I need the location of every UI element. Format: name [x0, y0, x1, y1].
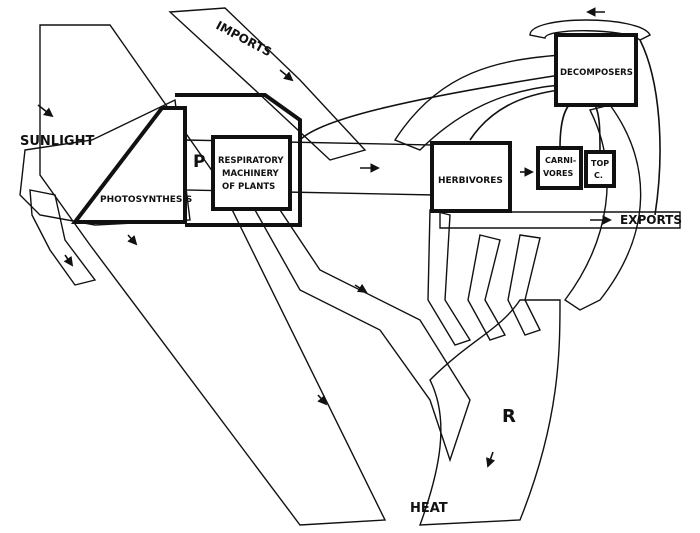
decomposers-label: DECOMPOSERS: [560, 68, 633, 78]
sunlight-label: SUNLIGHT: [20, 134, 94, 149]
respiratory-box: [211, 135, 292, 211]
plant-respiration-stream: [253, 209, 471, 463]
arrow-sunlight: [37, 104, 54, 118]
top-carnivores-label-2: C.: [594, 171, 603, 180]
decomposer-loop-stream: [393, 54, 561, 151]
carnivores-label-1: CARNI-: [545, 156, 576, 165]
flow-arrows: [37, 7, 612, 468]
compartments: [70, 33, 638, 227]
heat-trunk: [418, 299, 561, 526]
herbivore-respiration-stream: [427, 209, 472, 346]
imports-stream: [168, 7, 367, 161]
detritus-line-plants: [299, 74, 561, 141]
respiratory-label-3: OF PLANTS: [222, 182, 275, 192]
detritus-line-carnivores: [559, 99, 576, 149]
r-label: R: [502, 406, 516, 427]
top-carnivore-respiration-stream: [507, 234, 541, 336]
exports-label: EXPORTS: [620, 213, 682, 227]
left-leak-stream: [29, 189, 97, 286]
herbivores-label: HERBIVORES: [438, 176, 503, 186]
decomposers-box: [554, 33, 638, 107]
carnivores-box: [536, 146, 583, 190]
detritus-line-top: [594, 104, 601, 156]
decomposer-return-line: [639, 39, 661, 216]
herbivores-box: [430, 141, 512, 213]
carnivores-label-2: VORES: [543, 169, 573, 178]
heat-label: HEAT: [410, 501, 448, 516]
detritus-line-herbivores: [469, 89, 561, 141]
plants-outline: [175, 93, 302, 227]
decomposer-respiration-stream: [563, 104, 642, 311]
unused-sunlight-stream: [39, 24, 387, 526]
top-carnivores-label-1: TOP: [591, 159, 609, 168]
arrow-sun-down-2: [317, 394, 328, 406]
arrow-resp: [354, 283, 368, 294]
photosynthesis-box: [70, 106, 187, 224]
p-label: P: [193, 152, 205, 172]
arrow-heat: [486, 451, 496, 468]
arrow-left-leak: [63, 254, 74, 267]
carnivore-respiration-stream: [467, 234, 507, 341]
respiratory-label-1: RESPIRATORY: [218, 156, 284, 166]
arrow-sun-down: [127, 234, 138, 246]
exports-stream: [439, 211, 681, 229]
detritus-lines: [299, 39, 661, 216]
photosynthesis-label: PHOTOSYNTHESIS: [100, 195, 192, 205]
imports-label: IMPORTS: [214, 18, 274, 59]
respiratory-label-2: MACHINERY: [222, 169, 280, 179]
arrow-imports: [279, 69, 294, 82]
top-carnivores-box: [584, 150, 616, 188]
recycling-loop: [529, 19, 651, 41]
